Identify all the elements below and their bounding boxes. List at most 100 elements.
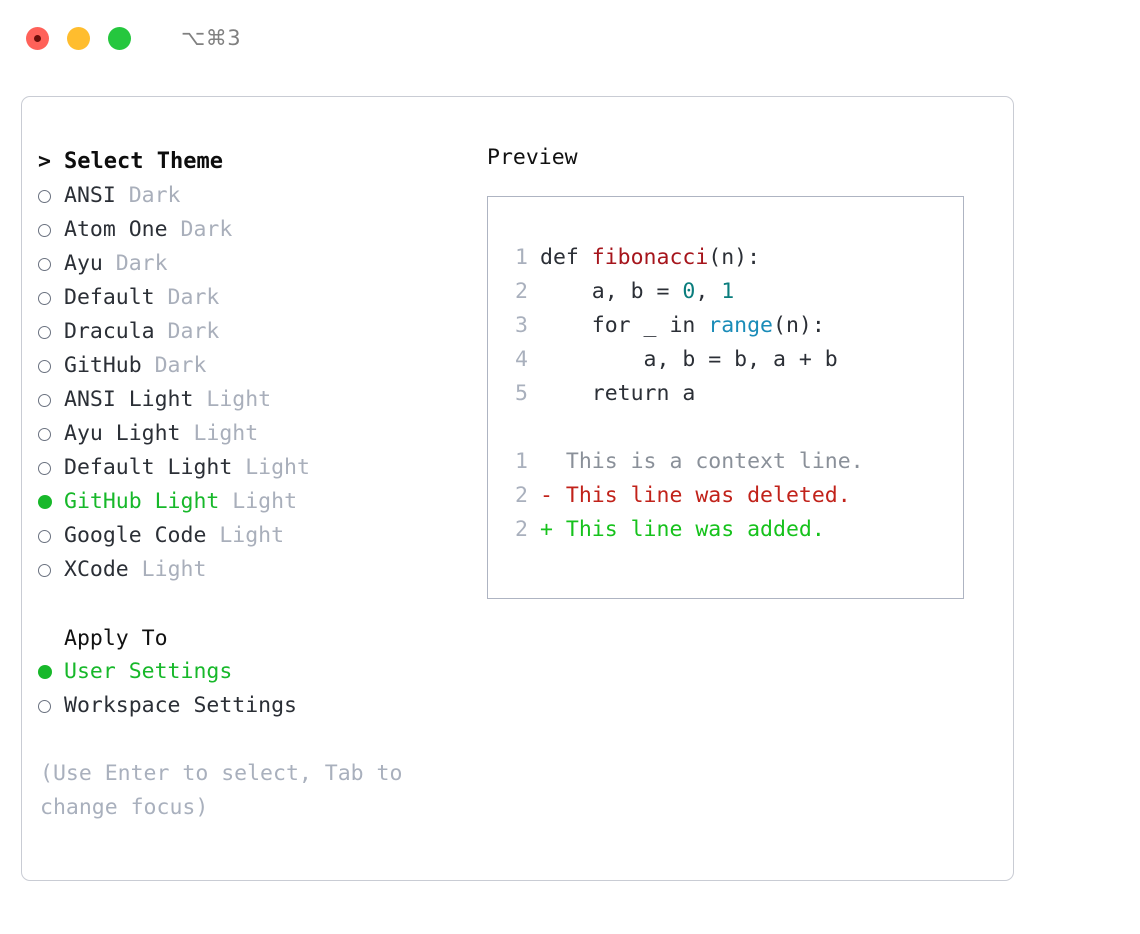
radio-unselected-icon[interactable] bbox=[38, 563, 64, 577]
theme-kind-label: Dark bbox=[115, 183, 181, 208]
radio-dot bbox=[38, 257, 51, 271]
theme-list-item[interactable]: Google Code Light bbox=[38, 519, 487, 553]
line-number: 1 bbox=[515, 245, 528, 270]
maximize-button[interactable] bbox=[108, 26, 131, 50]
code-token: 1 bbox=[721, 279, 735, 304]
radio-unselected-icon[interactable] bbox=[38, 257, 64, 271]
minimize-button[interactable] bbox=[67, 26, 90, 50]
theme-list-item[interactable]: Ayu Light Light bbox=[38, 417, 487, 451]
radio-unselected-icon[interactable] bbox=[38, 223, 64, 237]
theme-name: Google Code bbox=[64, 523, 207, 548]
keyboard-shortcut-label: ⌥⌘3 bbox=[181, 26, 242, 50]
theme-kind-label: Light bbox=[232, 455, 310, 480]
theme-name: Atom One bbox=[64, 217, 168, 242]
theme-name: ANSI bbox=[64, 183, 116, 208]
theme-kind-label: Light bbox=[128, 557, 207, 582]
apply-to-label: User Settings bbox=[64, 659, 233, 684]
theme-list-item[interactable]: ANSI Dark bbox=[38, 179, 487, 213]
code-token: (n): bbox=[708, 245, 761, 270]
close-button[interactable] bbox=[26, 26, 49, 50]
code-token: (n): bbox=[773, 313, 825, 338]
radio-unselected-icon[interactable] bbox=[38, 461, 64, 475]
theme-list-item[interactable]: XCode Light bbox=[38, 553, 487, 587]
theme-name: Default Light bbox=[64, 455, 233, 480]
window-controls bbox=[26, 26, 131, 50]
diff-line: 2- This line was deleted. bbox=[488, 479, 963, 513]
radio-selected-icon[interactable] bbox=[38, 495, 64, 509]
theme-list-item[interactable]: Default Light Light bbox=[38, 451, 487, 485]
radio-unselected-icon[interactable] bbox=[38, 393, 64, 407]
radio-dot bbox=[38, 563, 51, 577]
radio-dot bbox=[38, 529, 51, 543]
radio-unselected-icon[interactable] bbox=[38, 325, 64, 339]
theme-list-item[interactable]: Dracula Dark bbox=[38, 315, 487, 349]
preview-label: Preview bbox=[487, 145, 578, 170]
theme-name: GitHub Light bbox=[64, 489, 220, 514]
code-token: a, b = bbox=[540, 279, 683, 304]
theme-list-item[interactable]: Atom One Dark bbox=[38, 213, 487, 247]
radio-unselected-icon[interactable] bbox=[38, 291, 64, 305]
radio-dot bbox=[38, 359, 51, 373]
apply-to-option[interactable]: Workspace Settings bbox=[38, 689, 487, 723]
code-token: , bbox=[695, 279, 722, 304]
theme-name: Dracula bbox=[64, 319, 155, 344]
line-number: 2 bbox=[515, 483, 528, 508]
code-token: for _ in bbox=[540, 313, 709, 338]
radio-dot bbox=[38, 699, 51, 713]
radio-dot bbox=[38, 495, 52, 509]
theme-name: Ayu Light bbox=[64, 421, 181, 446]
code-token: return a bbox=[540, 381, 696, 406]
code-line: 4 a, b = b, a + b bbox=[488, 343, 963, 377]
theme-kind-label: Light bbox=[206, 523, 285, 548]
theme-list-item[interactable]: ANSI Light Light bbox=[38, 383, 487, 417]
diff-sample: 1 This is a context line.2- This line wa… bbox=[488, 445, 963, 547]
radio-unselected-icon[interactable] bbox=[38, 699, 64, 713]
radio-unselected-icon[interactable] bbox=[38, 189, 64, 203]
diff-marker: + bbox=[540, 517, 566, 542]
theme-list-item[interactable]: GitHub Light Light bbox=[38, 485, 487, 519]
radio-unselected-icon[interactable] bbox=[38, 427, 64, 441]
code-token: range bbox=[708, 313, 774, 338]
radio-dot bbox=[38, 427, 51, 441]
diff-marker bbox=[540, 445, 566, 479]
radio-dot bbox=[38, 461, 51, 475]
diff-line: 1 This is a context line. bbox=[488, 445, 963, 479]
page-title: Select Theme bbox=[64, 149, 223, 174]
title-bar: ⌥⌘3 bbox=[0, 0, 1140, 76]
theme-list-item[interactable]: Default Dark bbox=[38, 281, 487, 315]
theme-kind-label: Light bbox=[219, 489, 298, 514]
diff-text: This is a context line. bbox=[565, 449, 864, 474]
hint-spacer bbox=[38, 723, 487, 757]
line-number: 1 bbox=[515, 449, 528, 474]
theme-list-item[interactable]: Ayu Dark bbox=[38, 247, 487, 281]
radio-dot bbox=[38, 393, 51, 407]
code-line: 5 return a bbox=[488, 377, 963, 411]
code-line: 2 a, b = 0, 1 bbox=[488, 275, 963, 309]
theme-kind-label: Dark bbox=[141, 353, 207, 378]
code-token: 0 bbox=[682, 279, 696, 304]
theme-kind-label: Dark bbox=[154, 285, 220, 310]
radio-dot bbox=[38, 665, 52, 679]
code-token: a, b = b, a + b bbox=[540, 347, 838, 372]
theme-list-item[interactable]: GitHub Dark bbox=[38, 349, 487, 383]
keyboard-hint: (Use Enter to select, Tab to change focu… bbox=[40, 761, 403, 820]
theme-name: XCode bbox=[64, 557, 129, 582]
line-number: 4 bbox=[515, 347, 528, 372]
radio-unselected-icon[interactable] bbox=[38, 529, 64, 543]
theme-name: Ayu bbox=[64, 251, 103, 276]
radio-selected-icon[interactable] bbox=[38, 665, 64, 679]
theme-name: Default bbox=[64, 285, 155, 310]
radio-unselected-icon[interactable] bbox=[38, 359, 64, 373]
code-line: 3 for _ in range(n): bbox=[488, 309, 963, 343]
line-number: 3 bbox=[515, 313, 528, 338]
apply-to-option[interactable]: User Settings bbox=[38, 655, 487, 689]
preview-gap bbox=[488, 411, 963, 445]
diff-line: 2+ This line was added. bbox=[488, 513, 963, 547]
